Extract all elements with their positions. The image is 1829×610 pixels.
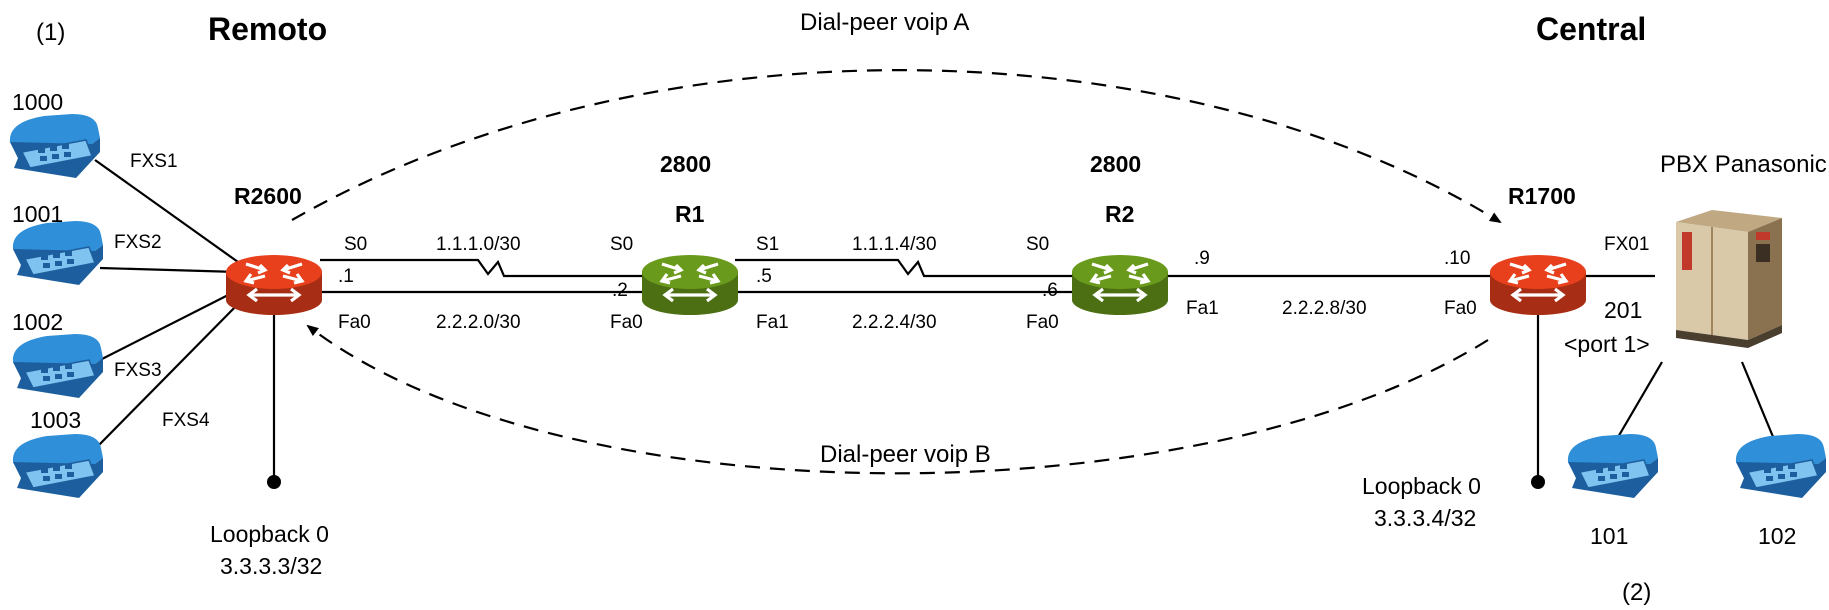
fast-2-network: 2.2.2.4/30 — [852, 312, 937, 333]
router-r1-icon — [640, 253, 740, 317]
router-r2600-label: R2600 — [234, 183, 302, 209]
dial-peer-a-label: Dial-peer voip A — [800, 9, 969, 36]
phone-1001-ext: 1001 — [12, 201, 63, 227]
loopback-left-addr: 3.3.3.3/32 — [220, 553, 322, 579]
site-title-remoto: Remoto — [208, 11, 327, 47]
r1700-fa0-if: Fa0 — [1444, 298, 1477, 319]
pbx-ext-201: 201 — [1604, 297, 1642, 323]
pbx-cord-102 — [1740, 361, 1778, 445]
loopback-dot-right — [1531, 475, 1545, 489]
phone-1002-ext: 1002 — [12, 309, 63, 335]
dial-peer-a-arc — [291, 69, 1502, 224]
fast-1-network: 2.2.2.0/30 — [436, 312, 521, 333]
r2-fa1-if: Fa1 — [1186, 298, 1219, 319]
phone-1003-icon — [12, 433, 104, 499]
cord-phone-1001 — [99, 266, 239, 274]
router-r1-model: 2800 — [660, 151, 711, 177]
phone-1002-port: FXS3 — [114, 360, 162, 381]
phone-1000-icon — [9, 113, 101, 179]
router-r1700-label: R1700 — [1508, 183, 1576, 209]
serial-2-network: 1.1.1.4/30 — [852, 234, 937, 255]
r1-fa0-if: Fa0 — [610, 312, 643, 333]
r2-fa0-if: Fa0 — [1026, 312, 1059, 333]
r2600-s0-if: S0 — [344, 234, 367, 255]
loopback-right-addr: 3.3.3.4/32 — [1374, 505, 1476, 531]
fast-3-network: 2.2.2.8/30 — [1282, 298, 1367, 319]
phone-1003-ext: 1003 — [30, 407, 81, 433]
loopback-dot-left — [267, 475, 281, 489]
cord-phone-1003 — [97, 299, 243, 447]
r2-s0-if: S0 — [1026, 234, 1049, 255]
phone-101-icon — [1567, 433, 1659, 499]
router-r2-label: R2 — [1105, 201, 1134, 227]
dial-peer-b-label: Dial-peer voip B — [820, 441, 991, 468]
r1700-fx01-if: FX01 — [1604, 234, 1649, 255]
loopback-right-name: Loopback 0 — [1362, 473, 1481, 499]
r2-s0-host: .6 — [1042, 280, 1058, 301]
serial-link-2 — [735, 258, 1075, 278]
r1-s1-host: .5 — [756, 266, 772, 287]
serial-1-network: 1.1.1.0/30 — [436, 234, 521, 255]
phone-1003-port: FXS4 — [162, 410, 210, 431]
phone-102-ext: 102 — [1758, 523, 1796, 549]
corner-label-left: (1) — [36, 19, 65, 46]
pbx-cabinet-icon — [1676, 210, 1782, 348]
r1-s0-host: .2 — [612, 280, 628, 301]
pbx-label: PBX Panasonic — [1660, 151, 1827, 178]
phone-1000-port: FXS1 — [130, 151, 178, 172]
router-r1-label: R1 — [675, 201, 705, 227]
dial-peer-b-arc — [306, 324, 1489, 475]
pbx-port-label: <port 1> — [1564, 331, 1650, 357]
router-r1700-icon — [1488, 253, 1588, 317]
r1-fa1-if: Fa1 — [756, 312, 789, 333]
router-r2-icon — [1070, 253, 1170, 317]
r2600-fa0-if: Fa0 — [338, 312, 371, 333]
phone-101-ext: 101 — [1590, 523, 1628, 549]
pbx-cord-101 — [1613, 361, 1663, 445]
r1-s0-if: S0 — [610, 234, 633, 255]
r1700-fa0-host: .10 — [1444, 248, 1470, 269]
r1-s1-if: S1 — [756, 234, 779, 255]
r2600-s0-host: .1 — [338, 266, 354, 287]
site-title-central: Central — [1536, 11, 1646, 47]
router-r2600-icon — [224, 253, 324, 317]
router-r2-model: 2800 — [1090, 151, 1141, 177]
serial-link-1 — [320, 258, 646, 278]
loopback-left-name: Loopback 0 — [210, 521, 329, 547]
cord-phone-1002 — [99, 289, 239, 361]
phone-102-icon — [1735, 433, 1827, 499]
corner-label-right: (2) — [1622, 579, 1651, 606]
phone-1001-port: FXS2 — [114, 232, 162, 253]
phone-1000-ext: 1000 — [12, 89, 63, 115]
phone-1002-icon — [12, 333, 104, 399]
cord-phone-1000 — [94, 159, 239, 263]
r2-fa1-host: .9 — [1194, 248, 1210, 269]
phone-1001-icon — [12, 220, 104, 286]
